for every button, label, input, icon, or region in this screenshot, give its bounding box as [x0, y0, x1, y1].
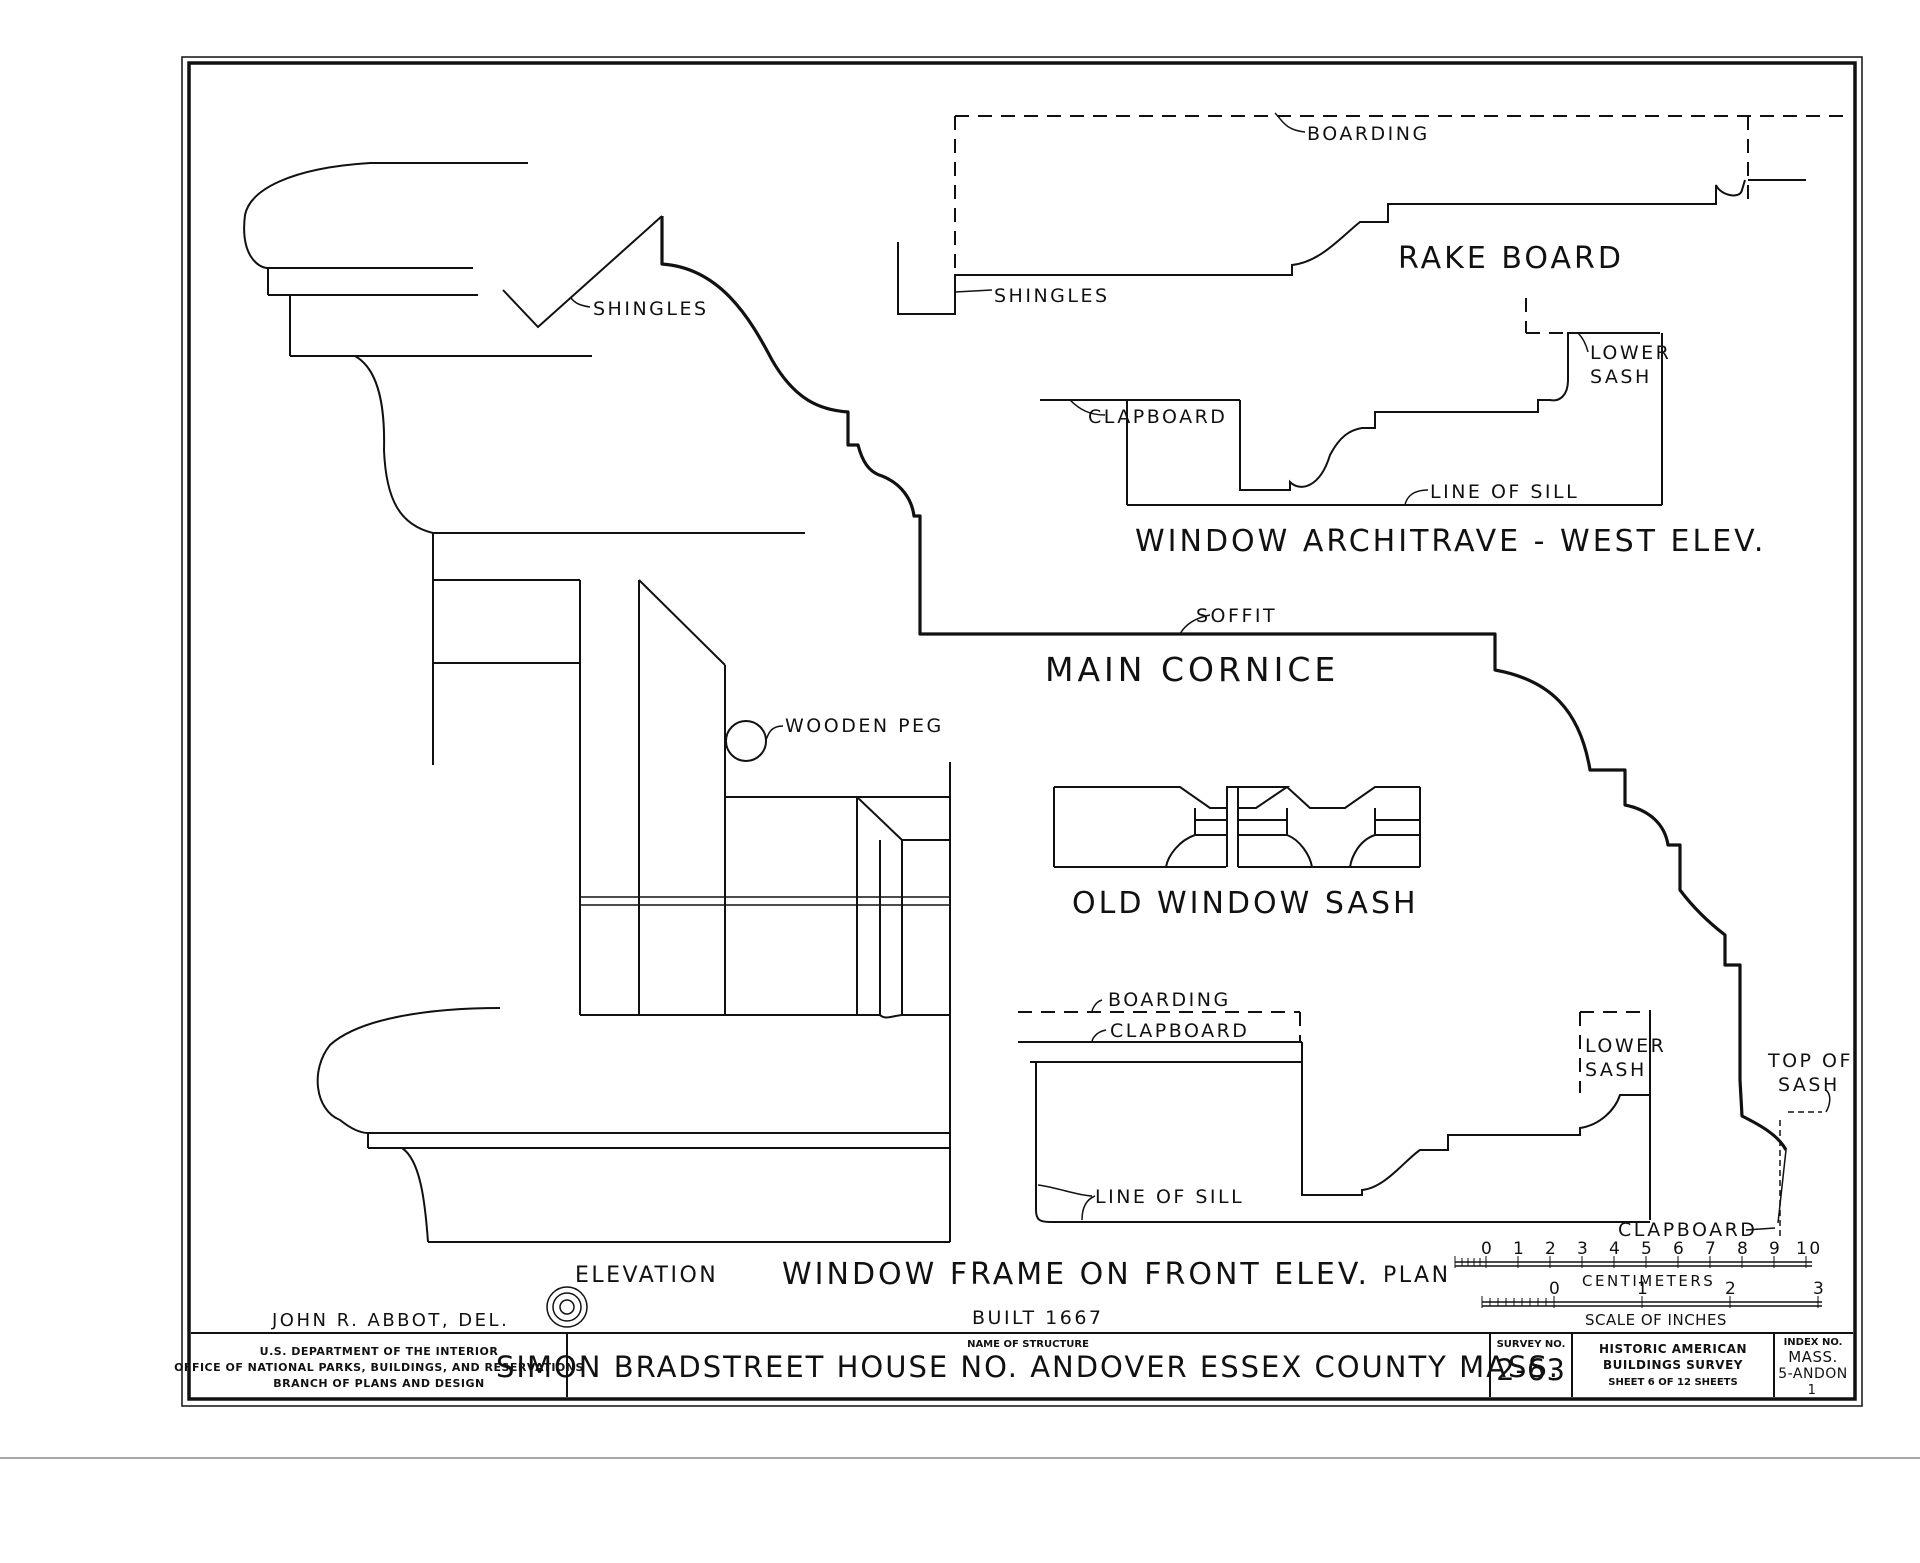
window-frame-elevation	[243, 162, 951, 1243]
habs-line-2: BUILDINGS SURVEY	[1603, 1358, 1743, 1372]
old-window-sash-section	[1053, 786, 1421, 868]
cm-tick-3: 3	[1577, 1239, 1590, 1259]
cm-tick-4: 4	[1609, 1239, 1622, 1259]
label-top-of-sash-1: TOP OF	[1767, 1050, 1853, 1072]
agency-line-3: BRANCH OF PLANS AND DESIGN	[273, 1377, 485, 1390]
label-boarding-top: BOARDING	[1307, 123, 1430, 145]
label-centimeters: CENTIMETERS	[1582, 1272, 1715, 1290]
name-of-structure-caption: NAME OF STRUCTURE	[967, 1339, 1089, 1350]
agency-line-2: OFFICE OF NATIONAL PARKS, BUILDINGS, AND…	[174, 1361, 584, 1374]
index-no-line-3: 1	[1808, 1383, 1819, 1398]
cm-tick-0: 0	[1481, 1239, 1494, 1259]
label-line-of-sill-architrave: LINE OF SILL	[1430, 481, 1579, 503]
label-line-of-sill-plan: LINE OF SILL	[1095, 1186, 1244, 1208]
index-no-line-2: 5-ANDON	[1778, 1366, 1847, 1382]
label-top-of-sash-2: SASH	[1778, 1074, 1840, 1096]
main-cornice-profile	[660, 216, 1822, 1238]
cm-tick-5: 5	[1641, 1239, 1654, 1259]
label-lower-sash-top-2: SASH	[1590, 366, 1652, 388]
survey-no-value: 2-63	[1496, 1353, 1566, 1387]
cm-tick-2: 2	[1545, 1239, 1558, 1259]
label-lower-sash-bottom-2: SASH	[1585, 1059, 1647, 1081]
structure-name: SIMON BRADSTREET HOUSE NO. ANDOVER ESSEX…	[496, 1350, 1560, 1384]
label-window-frame: WINDOW FRAME ON FRONT ELEV.	[782, 1257, 1370, 1292]
leader-lines	[569, 112, 1831, 1231]
inch-tick-2: 2	[1725, 1279, 1738, 1299]
label-elevation: ELEVATION	[575, 1263, 718, 1288]
label-clapboard-architrave: CLAPBOARD	[1088, 406, 1227, 428]
scale-centimeters	[1454, 1256, 1812, 1268]
window-frame-plan-profile	[1018, 1010, 1651, 1223]
inner-border	[187, 61, 1857, 1401]
label-lower-sash-top-1: LOWER	[1590, 342, 1671, 364]
library-of-congress-seal	[546, 1286, 588, 1328]
label-wooden-peg: WOODEN PEG	[785, 715, 944, 737]
cm-tick-8: 8	[1737, 1239, 1750, 1259]
agency-line-1: U.S. DEPARTMENT OF THE INTERIOR	[260, 1345, 499, 1358]
cm-tick-9: 9	[1769, 1239, 1782, 1259]
title-block	[191, 1332, 1853, 1397]
rake-board-profile	[897, 115, 1845, 315]
label-built: BUILT 1667	[972, 1307, 1104, 1329]
label-soffit: SOFFIT	[1196, 605, 1277, 627]
sheet-info: SHEET 6 OF 12 SHEETS	[1608, 1377, 1737, 1388]
label-clapboard-bottom: CLAPBOARD	[1110, 1020, 1249, 1042]
inch-tick-1: 1	[1637, 1279, 1650, 1299]
scale-inches	[1481, 1296, 1822, 1308]
cm-tick-1: 1	[1513, 1239, 1526, 1259]
window-architrave-profile	[1040, 298, 1663, 506]
label-boarding-bottom: BOARDING	[1108, 989, 1231, 1011]
label-main-cornice: MAIN CORNICE	[1045, 650, 1339, 689]
inch-tick-0: 0	[1549, 1279, 1562, 1299]
habs-line-1: HISTORIC AMERICAN	[1599, 1342, 1747, 1356]
cm-tick-6: 6	[1673, 1239, 1686, 1259]
label-plan: PLAN	[1383, 1263, 1451, 1288]
inch-tick-3: 3	[1813, 1279, 1826, 1299]
label-shingles-cornice: SHINGLES	[593, 298, 709, 320]
label-delineator: JOHN R. ABBOT, DEL.	[271, 1310, 509, 1331]
label-lower-sash-bottom-1: LOWER	[1585, 1035, 1666, 1057]
label-rake-board: RAKE BOARD	[1398, 241, 1624, 276]
label-shingles-rake: SHINGLES	[994, 285, 1110, 307]
index-no-caption: INDEX NO.	[1784, 1337, 1843, 1348]
cm-tick-10: 10	[1796, 1239, 1823, 1259]
outer-border	[181, 56, 1863, 1407]
label-clapboard-plan: CLAPBOARD	[1618, 1219, 1757, 1241]
label-old-window-sash: OLD WINDOW SASH	[1072, 886, 1419, 921]
index-no-line-1: MASS.	[1788, 1348, 1838, 1366]
label-window-architrave: WINDOW ARCHITRAVE - WEST ELEV.	[1135, 524, 1766, 559]
label-scale-of-inches: SCALE OF INCHES	[1585, 1311, 1727, 1329]
survey-no-caption: SURVEY NO.	[1497, 1339, 1566, 1350]
cm-tick-7: 7	[1705, 1239, 1718, 1259]
